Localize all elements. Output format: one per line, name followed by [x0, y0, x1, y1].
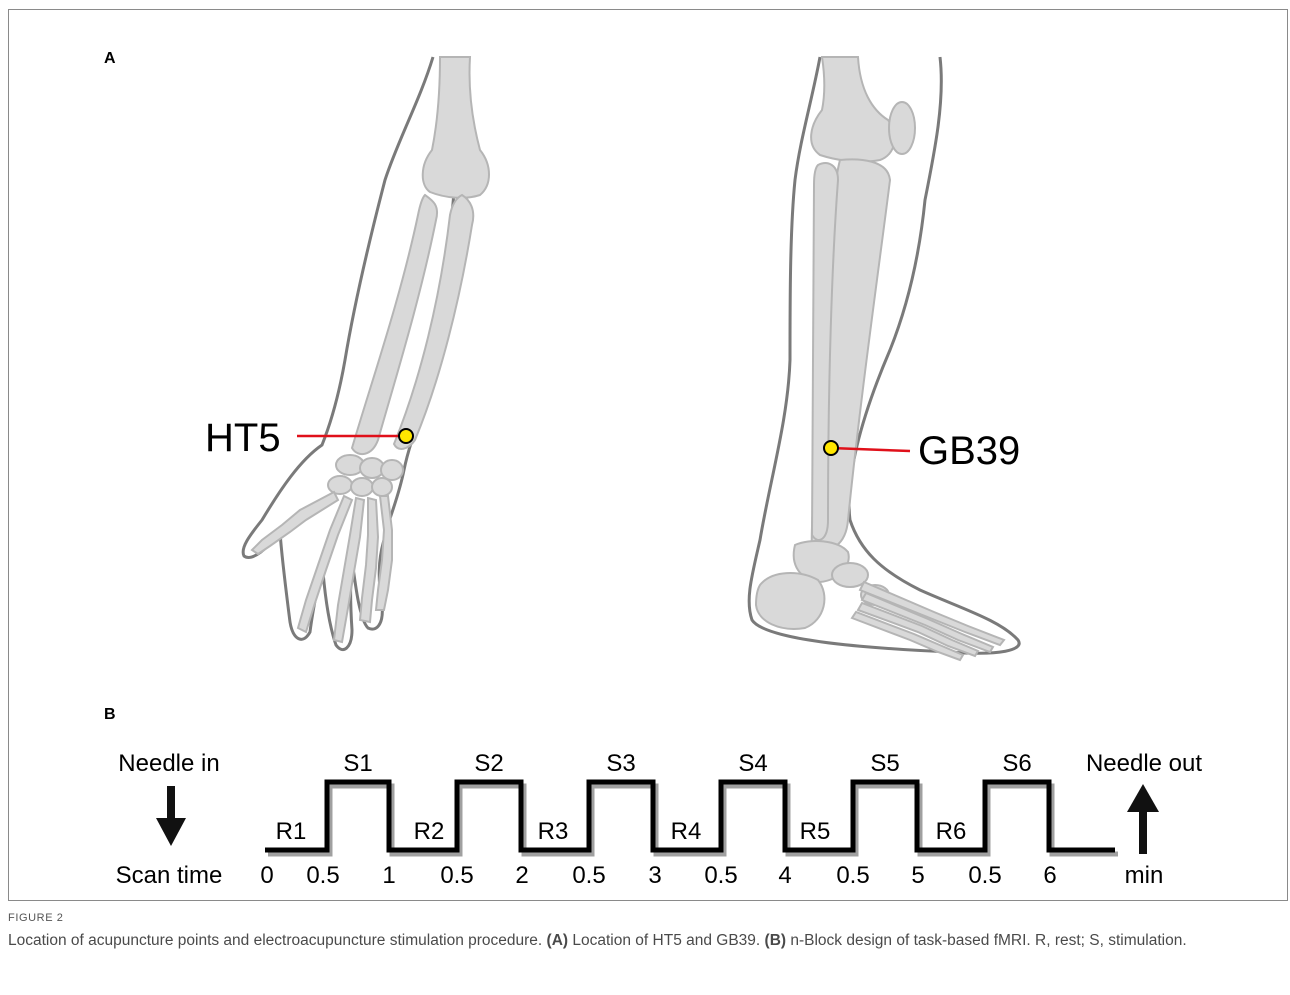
time-tick-1: 0.5: [306, 862, 339, 889]
time-tick-0: 0: [260, 862, 273, 889]
ht5-point-marker: [399, 429, 413, 443]
caption-ref-b: (B): [765, 932, 787, 949]
rest-label-r6: R6: [936, 818, 967, 845]
time-unit-label: min: [1125, 862, 1164, 889]
stim-label-s1: S1: [343, 750, 372, 777]
rest-label-r2: R2: [414, 818, 445, 845]
caption-text-2: Location of HT5 and GB39.: [568, 932, 764, 949]
needle-in-down-arrow-icon: [156, 786, 186, 846]
rest-label-r3: R3: [538, 818, 569, 845]
panel-a-label: A: [104, 50, 116, 68]
needle-out-up-arrow-icon: [1127, 784, 1159, 854]
leg-foot-illustration: [749, 57, 1019, 660]
stim-label-s3: S3: [606, 750, 635, 777]
needle-in-label: Needle in: [118, 750, 219, 777]
gb39-point-marker: [824, 441, 838, 455]
caption-text-1: Location of acupuncture points and elect…: [8, 932, 547, 949]
panel-b-label: B: [104, 706, 116, 724]
figure-caption: Location of acupuncture points and elect…: [8, 930, 1278, 952]
time-tick-6: 3: [648, 862, 661, 889]
time-tick-10: 5: [911, 862, 924, 889]
scan-time-label: Scan time: [116, 862, 223, 889]
patella-bone: [889, 102, 915, 154]
time-tick-3: 0.5: [440, 862, 473, 889]
time-tick-4: 2: [515, 862, 528, 889]
stim-label-s4: S4: [738, 750, 767, 777]
time-tick-7: 0.5: [704, 862, 737, 889]
time-tick-5: 0.5: [572, 862, 605, 889]
ht5-label: HT5: [205, 416, 281, 460]
stim-label-s6: S6: [1002, 750, 1031, 777]
time-tick-12: 6: [1043, 862, 1056, 889]
caption-ref-a: (A): [547, 932, 569, 949]
rest-label-r1: R1: [276, 818, 307, 845]
stim-label-s2: S2: [474, 750, 503, 777]
caption-text-3: n-Block design of task-based fMRI. R, re…: [786, 932, 1187, 949]
time-tick-9: 0.5: [836, 862, 869, 889]
figure-number: FIGURE 2: [8, 912, 64, 924]
gb39-label: GB39: [918, 429, 1020, 473]
carpal-bones: [328, 455, 403, 496]
time-tick-8: 4: [778, 862, 791, 889]
rest-label-r4: R4: [671, 818, 702, 845]
time-tick-2: 1: [382, 862, 395, 889]
stim-label-s5: S5: [870, 750, 899, 777]
forearm-hand-illustration: [243, 57, 489, 650]
needle-out-label: Needle out: [1086, 750, 1202, 777]
figure-canvas: HT5 GB39: [0, 0, 1290, 905]
time-tick-11: 0.5: [968, 862, 1001, 889]
rest-label-r5: R5: [800, 818, 831, 845]
block-design-diagram: S1 S2 S3 S4 S5 S6 R1 R2 R3 R4 R5 R6 Need…: [116, 750, 1203, 889]
